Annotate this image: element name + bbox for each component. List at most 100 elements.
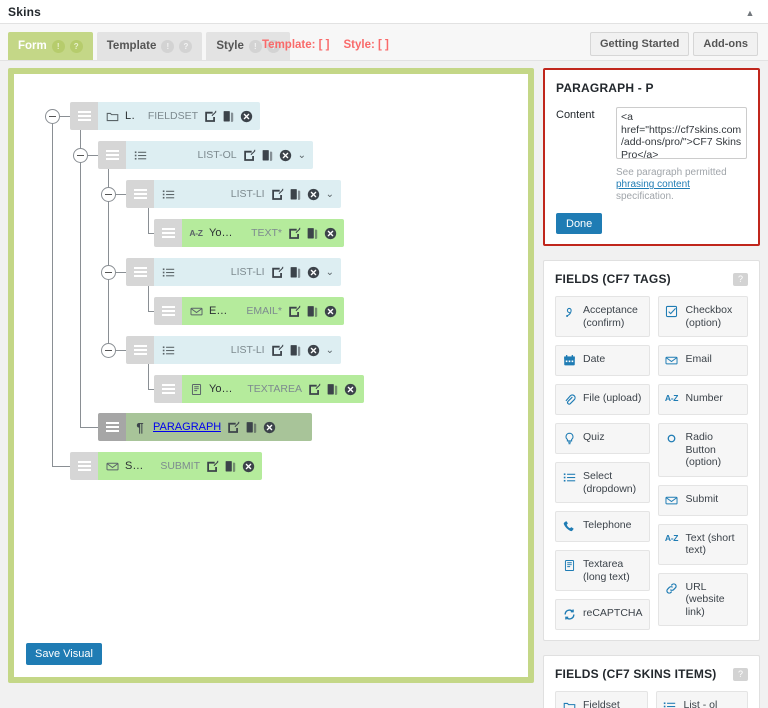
edit-icon[interactable] <box>271 188 284 201</box>
cf7-tag-tile[interactable]: Quiz <box>555 423 650 454</box>
tile-label: Select (dropdown) <box>583 470 637 495</box>
delete-icon[interactable] <box>263 421 276 434</box>
cf7-tag-tile[interactable]: Select (dropdown) <box>555 462 650 503</box>
cf7-tag-tile[interactable]: Date <box>555 345 650 376</box>
tree-node[interactable]: ¶PARAGRAPH <box>98 413 312 441</box>
help-badge[interactable]: ? <box>69 39 83 53</box>
tile-label: Fieldset (with legend) <box>583 699 620 708</box>
duplicate-icon[interactable] <box>289 344 302 357</box>
save-visual-button[interactable]: Save Visual <box>26 643 102 665</box>
tree-node[interactable]: Your Mess...TEXTAREA <box>154 375 364 403</box>
info-badge[interactable]: ! <box>248 39 262 53</box>
cf7-tag-tile[interactable]: Email <box>657 345 748 376</box>
edit-icon[interactable] <box>308 383 321 396</box>
drag-handle[interactable] <box>154 375 182 403</box>
delete-icon[interactable] <box>307 344 320 357</box>
tab-style[interactable]: Style ! ? <box>206 32 290 60</box>
duplicate-icon[interactable] <box>289 188 302 201</box>
duplicate-icon[interactable] <box>326 383 339 396</box>
chevron-down-icon[interactable]: ⌄ <box>325 266 334 278</box>
drag-handle[interactable] <box>154 219 182 247</box>
getting-started-button[interactable]: Getting Started <box>589 32 690 56</box>
help-badge[interactable]: ? <box>179 39 193 53</box>
checkbox-icon <box>665 304 679 318</box>
drag-handle[interactable] <box>98 141 126 169</box>
duplicate-icon[interactable] <box>306 227 319 240</box>
edit-icon[interactable] <box>271 266 284 279</box>
cf7-tag-tile[interactable]: URL (website link) <box>657 572 748 626</box>
tree-node[interactable]: LegendFIELDSET <box>70 102 260 130</box>
tree-node[interactable]: SendSUBMIT <box>70 452 262 480</box>
drag-handle[interactable] <box>126 180 154 208</box>
tree-node-type: TEXT* <box>251 227 282 239</box>
edit-icon[interactable] <box>288 305 301 318</box>
delete-icon[interactable] <box>307 266 320 279</box>
edit-icon[interactable] <box>288 227 301 240</box>
edit-icon[interactable] <box>227 421 240 434</box>
cf7-tag-tile[interactable]: Radio Button (option) <box>657 423 748 477</box>
delete-icon[interactable] <box>324 227 337 240</box>
cf7-tag-tile[interactable]: Textarea (long text) <box>555 550 650 591</box>
tree-collapse-toggle[interactable] <box>101 343 116 358</box>
cf7-tag-tile[interactable]: Telephone <box>555 511 650 542</box>
duplicate-icon[interactable] <box>261 149 274 162</box>
help-icon[interactable]: ? <box>733 667 748 681</box>
duplicate-icon[interactable] <box>306 305 319 318</box>
duplicate-icon[interactable] <box>222 110 235 123</box>
chevron-down-icon[interactable]: ⌄ <box>297 149 306 161</box>
edit-icon[interactable] <box>206 460 219 473</box>
tree-node[interactable]: LIST-LI⌄ <box>126 258 341 286</box>
delete-icon[interactable] <box>240 110 253 123</box>
duplicate-icon[interactable] <box>289 266 302 279</box>
chevron-up-icon[interactable]: ▲ <box>745 8 755 18</box>
duplicate-icon[interactable] <box>245 421 258 434</box>
tree-collapse-toggle[interactable] <box>73 148 88 163</box>
content-textarea[interactable] <box>616 107 747 159</box>
drag-handle[interactable] <box>154 297 182 325</box>
delete-icon[interactable] <box>307 188 320 201</box>
help-badge[interactable]: ? <box>266 39 280 53</box>
drag-handle[interactable] <box>98 413 126 441</box>
cf7-tag-tile[interactable]: Acceptance (confirm) <box>555 296 650 337</box>
edit-icon[interactable] <box>204 110 217 123</box>
tree-node-type: PARAGRAPH <box>153 421 222 433</box>
cf7-skins-item-tile[interactable]: Fieldset (with legend) <box>555 691 648 708</box>
cf7-tag-tile[interactable]: File (upload) <box>555 384 650 415</box>
tree-collapse-toggle[interactable] <box>101 187 116 202</box>
drag-handle[interactable] <box>70 452 98 480</box>
drag-handle[interactable] <box>126 336 154 364</box>
tab-form[interactable]: Form ! ? <box>8 32 93 60</box>
tree-collapse-toggle[interactable] <box>101 265 116 280</box>
chevron-down-icon[interactable]: ⌄ <box>325 344 334 356</box>
tree-node[interactable]: LIST-LI⌄ <box>126 336 341 364</box>
done-button[interactable]: Done <box>556 213 603 234</box>
help-icon[interactable]: ? <box>733 272 748 286</box>
tree-node[interactable]: Email Addr...EMAIL* <box>154 297 344 325</box>
cf7-skins-item-tile[interactable]: List - ol <box>655 691 748 708</box>
tree-collapse-toggle[interactable] <box>45 109 60 124</box>
drag-handle[interactable] <box>126 258 154 286</box>
cf7-tag-tile[interactable]: reCAPTCHA <box>555 599 650 630</box>
delete-icon[interactable] <box>344 383 357 396</box>
edit-icon[interactable] <box>243 149 256 162</box>
info-badge[interactable]: ! <box>161 39 175 53</box>
delete-icon[interactable] <box>279 149 292 162</box>
edit-icon[interactable] <box>271 344 284 357</box>
cf7-tag-tile[interactable]: Submit <box>657 484 748 516</box>
delete-icon[interactable] <box>242 460 255 473</box>
chevron-down-icon[interactable]: ⌄ <box>325 188 334 200</box>
cf7-tag-tile[interactable]: Checkbox (option) <box>657 296 748 337</box>
tree-node[interactable]: LIST-LI⌄ <box>126 180 341 208</box>
phrasing-content-link[interactable]: phrasing content <box>616 179 690 190</box>
drag-handle[interactable] <box>70 102 98 130</box>
tree-node[interactable]: LIST-OL⌄ <box>98 141 313 169</box>
add-ons-button[interactable]: Add-ons <box>693 32 758 56</box>
delete-icon[interactable] <box>324 305 337 318</box>
duplicate-icon[interactable] <box>224 460 237 473</box>
tab-template[interactable]: Template ! ? <box>96 32 203 60</box>
list-ol-icon <box>133 148 147 162</box>
info-badge[interactable]: ! <box>51 39 65 53</box>
